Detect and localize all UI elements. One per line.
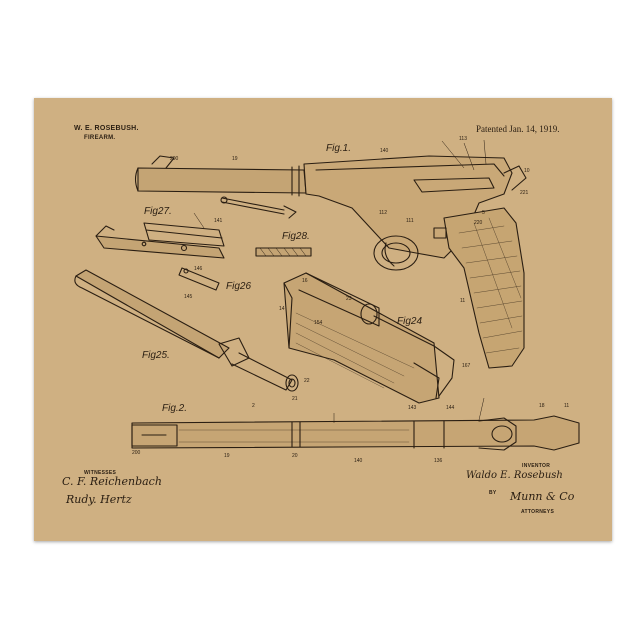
fig25-drawing <box>74 269 299 392</box>
part-number: 16 <box>302 278 308 284</box>
part-number: 19 <box>224 453 230 459</box>
part-number: 143 <box>408 405 417 411</box>
part-number: 200 <box>132 450 141 456</box>
part-number: 145 <box>184 294 193 300</box>
part-number: 19 <box>232 156 238 162</box>
pistol-drawing <box>134 155 527 369</box>
fig26-label: Fig26 <box>226 281 252 292</box>
part-number: 20 <box>292 453 298 459</box>
part-number: 111 <box>406 218 414 224</box>
part-number: 5 <box>482 210 485 216</box>
fig2-label: Fig.2. <box>162 403 188 414</box>
attorneys-label: ATTORNEYS <box>521 509 555 515</box>
part-number: 22 <box>304 378 310 384</box>
patent-title: FIREARM. <box>84 135 116 141</box>
part-number: 112 <box>379 210 387 216</box>
part-number: 167 <box>462 363 471 369</box>
fig25-label: Fig25. <box>142 350 170 361</box>
inventor-name-header: W. E. ROSEBUSH. <box>74 125 139 132</box>
patent-date: Patented Jan. 14, 1919. <box>476 124 560 134</box>
fig24-label: Fig24 <box>397 316 423 327</box>
part-number: 14 <box>279 306 285 312</box>
witness-1-signature: C. F. Reichenbach <box>62 475 162 488</box>
fig28-label: Fig28. <box>282 231 310 242</box>
inventor-label: INVENTOR <box>522 463 551 469</box>
part-number: 221 <box>520 190 529 196</box>
part-number: 11 <box>564 403 570 409</box>
fig24-drawing <box>283 272 455 404</box>
fig27-label: Fig27. <box>144 206 172 217</box>
fig1-label: Fig.1. <box>326 143 352 154</box>
by-label: BY <box>489 490 497 496</box>
part-number: 140 <box>380 148 389 154</box>
part-number: 200 <box>170 156 179 162</box>
part-number: 113 <box>459 136 467 142</box>
patent-drawing <box>74 139 580 451</box>
part-number: 220 <box>474 220 483 226</box>
patent-poster: W. E. ROSEBUSH. FIREARM. Patented Jan. 1… <box>34 98 612 541</box>
part-number: 154 <box>314 320 323 326</box>
part-number: 144 <box>446 405 455 411</box>
part-number: 136 <box>434 458 443 464</box>
part-number: 146 <box>194 266 203 272</box>
fig28-drawing <box>255 247 312 257</box>
fig26-drawing <box>178 267 220 291</box>
inventor-signature: Waldo E. Rosebush <box>466 470 563 481</box>
part-number: 140 <box>354 458 363 464</box>
witnesses-label: WITNESSES <box>84 470 117 476</box>
fig27-drawing <box>95 222 225 259</box>
fig2-drawing <box>131 415 580 451</box>
part-number: 18 <box>539 403 545 409</box>
part-number: 21 <box>292 396 298 402</box>
witness-2-signature: Rudy. Hertz <box>66 493 132 506</box>
part-number: 2 <box>252 403 255 409</box>
part-number: 10 <box>524 168 530 174</box>
part-number: 141 <box>214 218 223 224</box>
attorney-signature: Munn & Co <box>510 490 575 503</box>
part-number: 11 <box>460 298 466 304</box>
part-number: 23 <box>346 296 352 302</box>
